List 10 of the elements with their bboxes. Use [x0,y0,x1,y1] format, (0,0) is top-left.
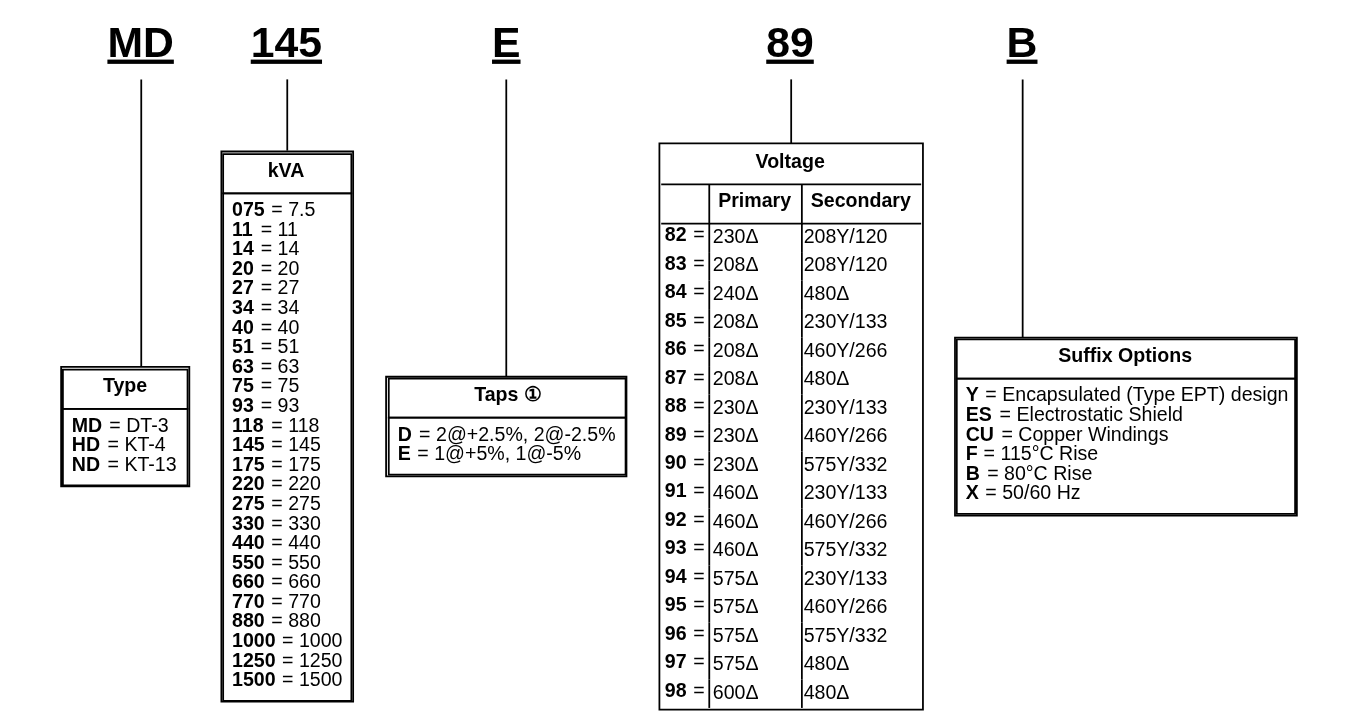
node-text: E [491,17,521,66]
node-text: B [1006,17,1037,66]
connector [1021,78,1024,339]
node-text: 145 [250,17,322,66]
node-text: MD [106,17,174,66]
node-text: 89 [765,17,814,66]
connector [504,78,507,378]
connector [285,78,288,152]
connector [139,78,142,367]
connector [789,78,792,145]
